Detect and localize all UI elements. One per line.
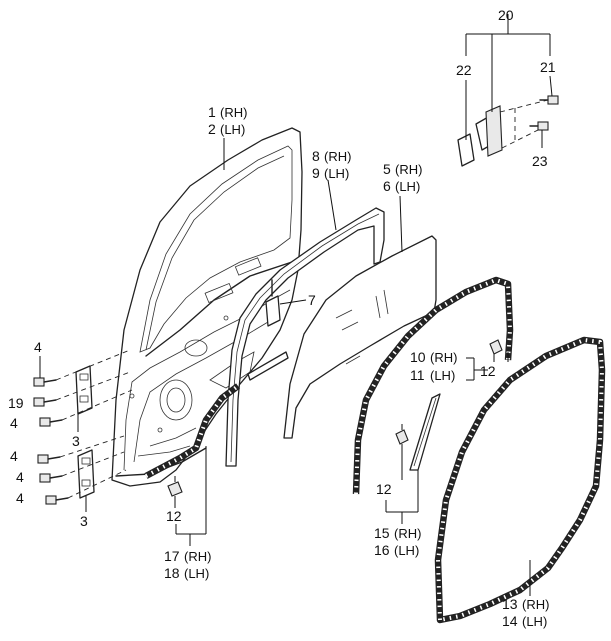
- label-5-side: (RH): [395, 162, 422, 177]
- label-1-side: (RH): [220, 105, 247, 120]
- label-4-lower-2: 4: [16, 469, 24, 485]
- label-20: 20: [498, 7, 514, 23]
- center-molding: [409, 393, 441, 471]
- label-14: 14: [502, 613, 518, 629]
- label-8-side: (RH): [324, 149, 351, 164]
- label-17-side: (RH): [184, 549, 211, 564]
- bolt-upper-2: [33, 397, 57, 407]
- label-6-side: (LH): [395, 179, 420, 194]
- label-4-lower-3: 4: [16, 490, 24, 506]
- door-weatherstrip: [434, 336, 606, 624]
- label-18: 18: [164, 565, 180, 581]
- label-10: 10: [410, 349, 426, 365]
- label-3-lower: 3: [80, 513, 88, 529]
- label-19: 19: [8, 395, 24, 411]
- label-9: 9: [312, 165, 320, 181]
- bolt-lower-1: [37, 454, 61, 464]
- label-12-left: 12: [166, 508, 182, 524]
- label-7: 7: [308, 292, 316, 308]
- label-10-side: (RH): [430, 350, 457, 365]
- label-15-side: (RH): [394, 526, 421, 541]
- label-18-side: (LH): [184, 566, 209, 581]
- clip-middle: [395, 424, 409, 445]
- label-11: 11: [410, 367, 425, 383]
- label-2: 2: [208, 121, 216, 137]
- checker-bolt-lower: [529, 121, 549, 131]
- clip-lower: [167, 476, 183, 497]
- label-16: 16: [374, 542, 390, 558]
- label-12-right: 12: [480, 363, 496, 379]
- belt-weatherstrip: [247, 351, 289, 381]
- hinge-bolts: [33, 377, 69, 505]
- label-11-side: (LH): [430, 368, 455, 383]
- alignment-lines: [55, 349, 133, 499]
- lower-hinge: [77, 449, 95, 499]
- label-15: 15: [374, 525, 390, 541]
- lower-door-seal: [144, 383, 240, 479]
- label-1: 1: [208, 104, 216, 120]
- clip-upper: [489, 339, 503, 355]
- regulator-rail: [265, 279, 281, 327]
- bolt-lower-3: [45, 495, 69, 505]
- leader-lines: [39, 14, 553, 596]
- label-23: 23: [532, 153, 548, 169]
- label-4-lower-1: 4: [10, 448, 18, 464]
- upper-hinge: [75, 365, 93, 415]
- label-5: 5: [383, 161, 391, 177]
- bolt-upper-1: [33, 377, 57, 387]
- label-4-top: 4: [34, 339, 42, 355]
- label-8: 8: [312, 148, 320, 164]
- bolt-lower-2: [39, 473, 63, 483]
- callout-labels: 1 (RH) 2 (LH) 8 (RH) 9 (LH) 5 (RH) 6 (LH…: [8, 7, 556, 629]
- label-13: 13: [502, 596, 518, 612]
- label-16-side: (LH): [394, 543, 419, 558]
- label-14-side: (LH): [522, 614, 547, 629]
- label-6: 6: [383, 178, 391, 194]
- label-2-side: (LH): [220, 122, 245, 137]
- label-13-side: (RH): [522, 597, 549, 612]
- label-3-upper: 3: [72, 433, 80, 449]
- label-12-middle: 12: [376, 481, 392, 497]
- label-9-side: (LH): [324, 166, 349, 181]
- label-22: 22: [456, 62, 472, 78]
- label-21: 21: [540, 59, 556, 75]
- door-glass: [283, 235, 437, 439]
- door-opening-weatherstrip: [352, 276, 514, 495]
- label-4-mid: 4: [10, 415, 18, 431]
- checker-bolt-upper: [539, 95, 559, 105]
- bolt-upper-3: [39, 417, 63, 427]
- label-17: 17: [164, 548, 180, 564]
